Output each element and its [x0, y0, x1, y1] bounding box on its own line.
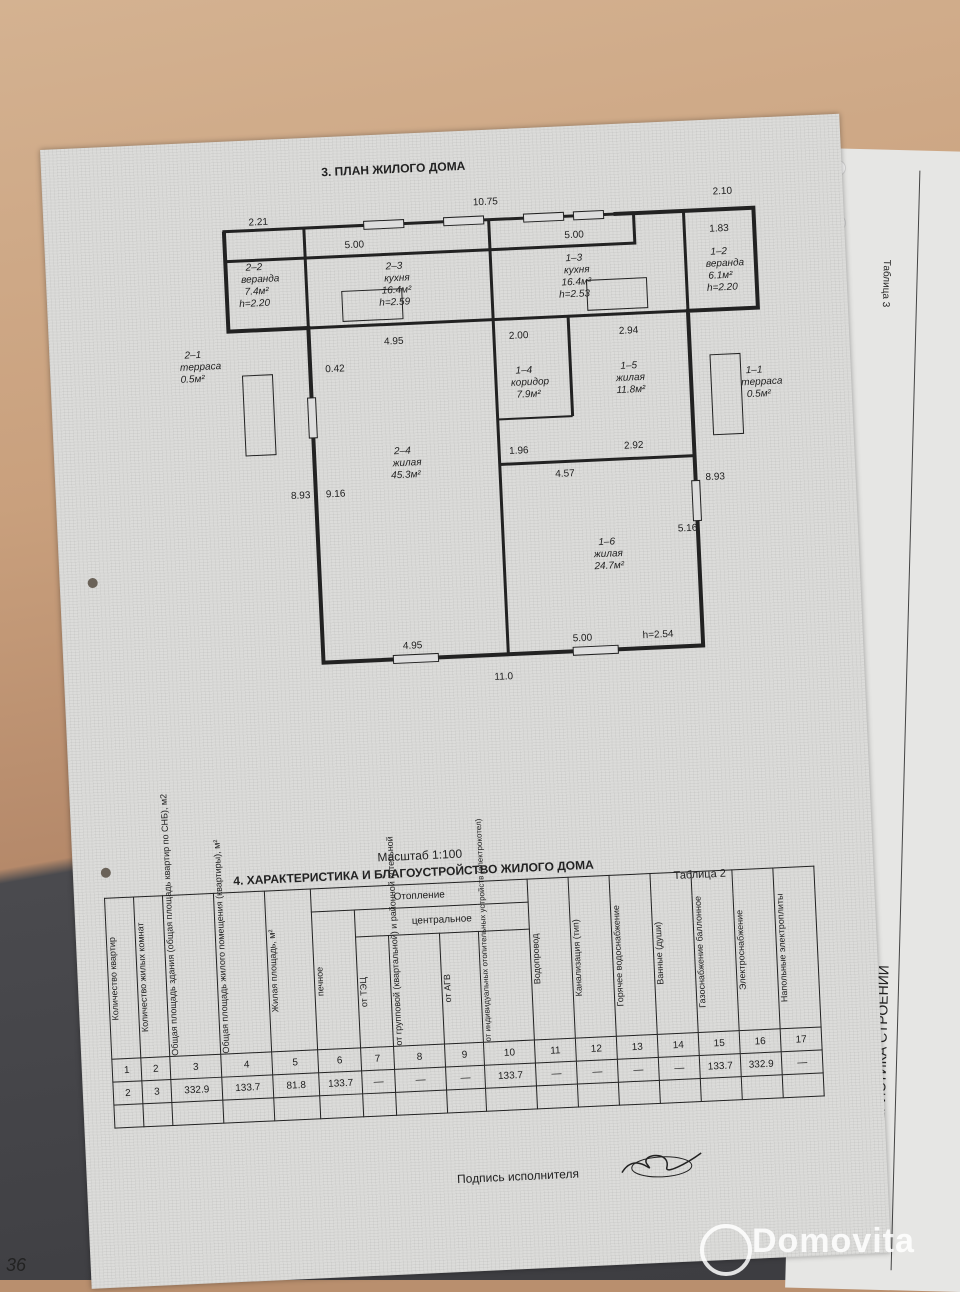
- room-1-6-area: 24.7м²: [593, 560, 625, 572]
- watermark-text: Domovita: [752, 1222, 915, 1260]
- room-1-2-area: 6.1м²: [708, 270, 733, 282]
- room-1-6-name: жилая: [593, 548, 624, 560]
- dim-893-left: 8.93: [291, 490, 311, 502]
- room-1-4-area: 7.9м²: [516, 389, 541, 401]
- dim-bottom-right: 5.00: [572, 632, 592, 644]
- room-1-4-name: коридор: [511, 376, 550, 389]
- room-1-3-id: 1–3: [565, 253, 583, 265]
- dim-r13-top: 5.00: [564, 229, 584, 241]
- room-1-3-name: кухня: [564, 264, 591, 276]
- room-2-1-id: 2–1: [183, 350, 201, 362]
- room-1-5-area: 11.8м²: [616, 384, 646, 396]
- characteristics-table: Количество квартир Количество жилых комн…: [104, 794, 825, 1129]
- dim-r15-top: 2.94: [619, 325, 639, 337]
- dim-042: 0.42: [325, 363, 345, 375]
- side-table-label: Таблица 3: [879, 259, 893, 308]
- document-page: 3. ПЛАН ЖИЛОГО ДОМА 10.75 2.10 2: [40, 113, 891, 1289]
- dim-h254: h=2.54: [642, 629, 674, 641]
- room-1-2-h: h=2.20: [707, 281, 739, 293]
- signature-drawing: [621, 1152, 702, 1178]
- room-2-4-id: 2–4: [393, 445, 412, 457]
- dim-457: 4.57: [555, 468, 575, 480]
- dim-top-total: 10.75: [473, 196, 499, 208]
- room-1-1-area: 0.5м²: [747, 388, 772, 400]
- side-table-border: [890, 170, 921, 1271]
- room-1-2-name: веранда: [706, 257, 745, 270]
- room-2-2-area: 7.4м²: [244, 286, 269, 298]
- room-2-4-name: жилая: [391, 457, 422, 469]
- room-2-4-area: 45.3м²: [391, 469, 422, 481]
- room-1-6-id: 1–6: [598, 536, 616, 548]
- dim-516: 5.16: [678, 523, 698, 535]
- dim-top-right: 2.10: [712, 186, 732, 198]
- room-2-2-h: h=2.20: [239, 298, 271, 310]
- dim-r12-top: 1.83: [709, 223, 729, 235]
- room-1-3-area: 16.4м²: [561, 276, 592, 288]
- room-1-4-id: 1–4: [515, 365, 533, 377]
- room-2-2-name: веранда: [241, 273, 280, 286]
- room-2-3-area: 16.4м²: [382, 284, 413, 296]
- room-2-1-area: 0.5м²: [180, 374, 205, 386]
- room-1-1-id: 1–1: [745, 364, 762, 376]
- room-2-2-id: 2–2: [244, 262, 263, 274]
- dim-196: 1.96: [509, 445, 529, 457]
- dim-left-top: 2.21: [248, 217, 268, 229]
- dim-893-right: 8.93: [705, 471, 725, 483]
- dim-916: 9.16: [326, 488, 346, 500]
- room-2-3-name: кухня: [384, 272, 411, 284]
- room-2-3-id: 2–3: [384, 261, 403, 273]
- dim-r14-top: 2.00: [509, 330, 529, 342]
- room-1-3-h: h=2.53: [559, 288, 591, 300]
- page-number: 36: [6, 1255, 27, 1275]
- room-2-3-h: h=2.59: [379, 296, 411, 308]
- dim-r23-top: 5.00: [344, 239, 364, 251]
- room-2-1-name: терраса: [180, 361, 222, 374]
- room-1-5-name: жилая: [615, 372, 646, 384]
- floor-plan: 10.75 2.10 2.21 5.00 5.00 1.83 4.95 2.00…: [180, 186, 783, 683]
- dim-bottom-total: 11.0: [494, 671, 514, 683]
- dim-bottom-left: 4.95: [403, 640, 423, 652]
- room-1-2-id: 1–2: [710, 246, 728, 258]
- room-1-1-name: терраса: [741, 376, 783, 389]
- watermark-logo-icon: [700, 1224, 752, 1276]
- room-1-5-id: 1–5: [620, 360, 638, 372]
- dim-292: 2.92: [624, 440, 644, 452]
- dim-r24-top: 4.95: [384, 336, 404, 348]
